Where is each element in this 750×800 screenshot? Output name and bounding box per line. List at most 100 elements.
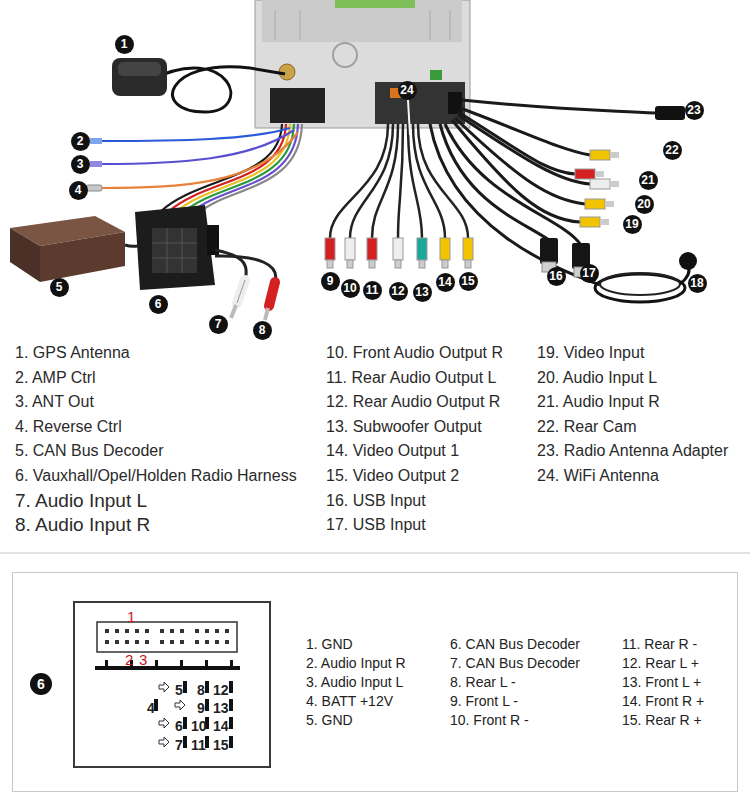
callout-number: 20: [635, 195, 654, 214]
rca-plug: [325, 238, 473, 268]
pin-number: 13: [213, 701, 229, 715]
rca-plug: [231, 305, 236, 318]
pin-number: 3: [139, 653, 147, 667]
gps-antenna: [112, 58, 167, 96]
harness-wires: [100, 124, 302, 212]
pin-description: 11. Rear R -: [622, 636, 697, 652]
pin-header: [115, 640, 119, 644]
wire-terminal: [90, 138, 102, 144]
rca-plug: [465, 260, 471, 268]
harness-wires: [100, 130, 294, 164]
pin-header: [160, 640, 164, 644]
rca-plug: [417, 238, 427, 260]
callout-number: 3: [71, 155, 90, 174]
microphone: [679, 252, 697, 270]
radio-harness-connector: [152, 258, 197, 259]
av-cable-bundle: [408, 100, 410, 135]
head-unit: [300, 10, 301, 40]
legend-item: 1. GPS Antenna: [15, 344, 130, 362]
input-cables: [430, 100, 655, 285]
rca-plug: [395, 260, 401, 268]
input-cables: [430, 124, 600, 285]
connector-plug: [655, 106, 685, 120]
callout-number: 7: [209, 315, 228, 334]
pin-header: [105, 629, 229, 644]
head-unit: [333, 43, 357, 67]
legend-item: 15. Video Output 2: [326, 467, 459, 485]
connector-plug: [585, 199, 605, 209]
head-unit: [255, 0, 470, 128]
pin-header: [105, 640, 109, 644]
pin-description: 12. Rear L +: [622, 655, 699, 671]
legend-item: 10. Front Audio Output R: [326, 344, 503, 362]
pin-bar: [229, 736, 233, 748]
callout-number: 14: [436, 273, 455, 292]
rca-plug: [369, 260, 375, 268]
pin-number: 12: [213, 683, 229, 697]
harness-wires: [100, 132, 298, 188]
legend-item: 5. CAN Bus Decoder: [15, 442, 164, 460]
legend-item: 21. Audio Input R: [537, 393, 660, 411]
pin-header: [115, 629, 119, 633]
can-bus-decoder: [10, 228, 40, 282]
can-bus-decoder: [40, 232, 125, 282]
pin-description: 7. CAN Bus Decoder: [450, 655, 580, 671]
av-cable-bundle: [418, 124, 468, 238]
callout-number: 9: [321, 272, 340, 291]
rca-plug: [215, 250, 276, 320]
rca-plug: [325, 238, 335, 260]
callout-number: 18: [688, 274, 707, 293]
microphone: [595, 252, 697, 302]
head-unit: [255, 0, 470, 128]
pin-header: [195, 640, 199, 644]
pin-number: 1: [127, 610, 135, 624]
pin-bar: [229, 717, 233, 729]
connector-plug: [605, 201, 614, 207]
radio-harness-connector: [152, 228, 197, 273]
rca-plug: [327, 260, 333, 268]
input-cables: [440, 124, 549, 240]
callout-number: 12: [389, 282, 408, 301]
pin-header: [170, 640, 174, 644]
av-cable-bundle: [398, 124, 403, 238]
pin-header: [105, 629, 109, 633]
rca-plug: [347, 260, 353, 268]
callout-number: 15: [459, 272, 478, 291]
callout-number: 2: [71, 132, 90, 151]
legend-item: 8. Audio Input R: [15, 514, 150, 536]
rca-plug: [237, 280, 245, 303]
pin-description: 2. Audio Input R: [306, 655, 406, 671]
legend-item: 11. Rear Audio Output L: [326, 369, 496, 387]
connector-plug: [610, 152, 619, 158]
pin-header: [195, 629, 199, 633]
pin-header: [135, 629, 139, 633]
head-unit: [275, 10, 276, 40]
legend-item: 17. USB Input: [326, 516, 426, 534]
microphone: [595, 274, 685, 302]
pin-bar: [229, 681, 233, 693]
av-cable-bundle: [350, 124, 393, 238]
legend-item: 12. Rear Audio Output R: [326, 393, 500, 411]
callout-number: 19: [623, 215, 642, 234]
legend-item: 22. Rear Cam: [537, 418, 637, 436]
rca-plug: [345, 238, 355, 260]
input-cables: [458, 112, 575, 174]
connector-plug: [575, 106, 685, 227]
separator-line: [0, 553, 750, 554]
input-cables: [445, 124, 581, 245]
legend-item: 16. USB Input: [326, 492, 426, 510]
microphone: [600, 273, 680, 295]
pin-header: [205, 640, 209, 644]
pin-header: [215, 640, 219, 644]
legend-item: 7. Audio Input L: [15, 490, 147, 512]
pin-description: 3. Audio Input L: [306, 674, 403, 690]
legend-item: 3. ANT Out: [15, 393, 94, 411]
pin-bar: [183, 681, 187, 693]
radio-harness-connector: [182, 228, 183, 273]
pin-header: [170, 629, 174, 633]
connector-bar: [180, 660, 183, 668]
callout-number: 5: [50, 278, 69, 297]
connector-plug: [590, 179, 610, 189]
gps-antenna: [112, 58, 285, 112]
usb-plug: [540, 238, 558, 264]
